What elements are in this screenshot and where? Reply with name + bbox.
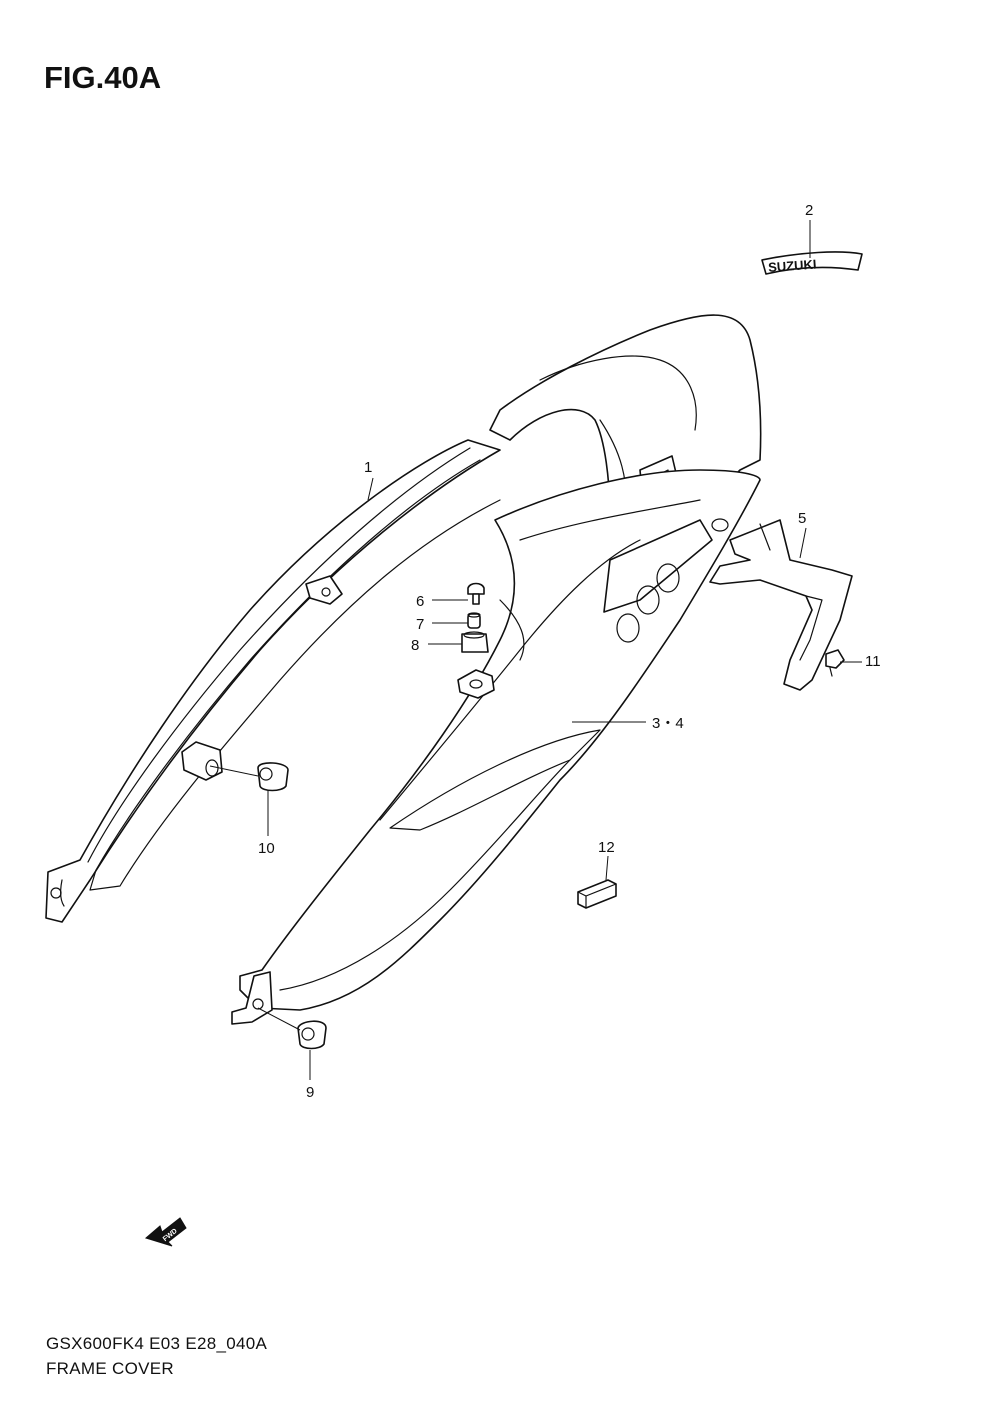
cushion-8 — [461, 631, 489, 653]
callout-10: 10 — [258, 840, 275, 857]
cushion-10 — [257, 762, 289, 792]
diagram-name: FRAME COVER — [46, 1359, 174, 1378]
leader-lines — [209, 220, 862, 1080]
callout-9: 9 — [306, 1084, 314, 1101]
callout-1: 1 — [364, 459, 372, 476]
tail-badge-600 — [616, 563, 680, 643]
right-frame-cover — [231, 469, 761, 1025]
callout-12: 12 — [598, 839, 615, 856]
pad-12 — [577, 879, 617, 909]
rear-bracket — [709, 519, 853, 691]
figure-title: FIG.40A — [44, 60, 162, 95]
suzuki-emblem: SUZUKI — [761, 251, 863, 275]
collar-7 — [467, 612, 481, 629]
diagram-code: GSX600FK4 E03 E28_040A — [46, 1334, 268, 1353]
callout-5: 5 — [798, 510, 806, 527]
callout-8: 8 — [411, 637, 419, 654]
left-frame-cover — [45, 439, 501, 923]
clip-11 — [825, 649, 845, 677]
screw-6 — [467, 582, 485, 605]
grommet-mount — [457, 669, 495, 699]
callout-2: 2 — [805, 202, 813, 219]
callout-3-4: 3・4 — [652, 715, 684, 732]
callout-11: 11 — [865, 653, 881, 670]
callout-labels: 1 2 3・4 5 6 7 8 9 10 11 12 — [258, 202, 881, 1101]
callout-6: 6 — [416, 593, 424, 610]
forward-direction-arrow: FWD — [144, 1217, 187, 1247]
cushion-9 — [297, 1020, 327, 1050]
callout-7: 7 — [416, 616, 424, 633]
emblem-text: SUZUKI — [768, 257, 817, 275]
